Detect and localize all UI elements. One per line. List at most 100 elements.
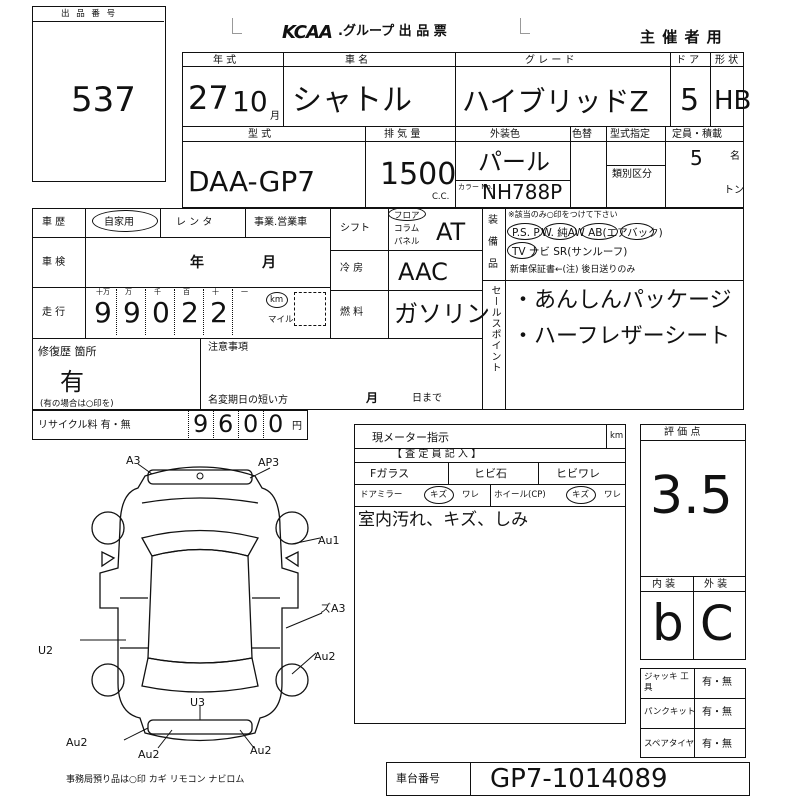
color-value: パール (478, 148, 550, 176)
mark-front-right: AP3 (258, 456, 279, 469)
top-corner-mark-right (520, 18, 530, 34)
recycle-digit: 0 (268, 410, 284, 438)
exterior-label: 外 装 (704, 579, 728, 590)
inspector-title: 【 査 定 員 記 入 】 (392, 449, 482, 460)
class-label: 類別区分 (612, 169, 652, 180)
shift-panel: パネル (394, 237, 420, 247)
year-value: 27 (188, 79, 229, 117)
inspector-remark: 室内汚れ、キズ、しみ (358, 510, 529, 530)
capacity-label: 定員・積載 (672, 129, 722, 140)
recycle-cell: 0 (263, 410, 288, 440)
mark-front-left: A3 (126, 454, 141, 467)
mile-unit: マイル (268, 315, 294, 325)
mileage-unit-label: 百 (183, 288, 190, 296)
month-value: 10 (232, 85, 268, 118)
top-corner-mark (232, 18, 242, 34)
lot-number: 537 (71, 80, 136, 120)
history-business: 事業.営業車 (254, 217, 308, 228)
door-label: ド ア (676, 55, 700, 66)
mileage-unit-label: 一 (241, 288, 248, 296)
wheel-label: ホイール(CP) (494, 490, 546, 500)
brand-logo: KCAA (282, 22, 333, 43)
interior-label: 内 装 (652, 579, 676, 590)
shift-column: コラム (394, 224, 420, 234)
sales-point-line2: ・ハーフレザーシート (512, 324, 731, 349)
item-kit-label: パンクキット (644, 707, 696, 717)
mark-right-rear: Au2 (314, 650, 336, 663)
displacement-label: 排 気 量 (384, 129, 421, 140)
mileage-digit: 9 (94, 296, 112, 329)
inspection-month-unit: 月 (262, 255, 276, 271)
equip-v3: 品 (488, 259, 498, 270)
chip-label: ヒビ石 (474, 467, 507, 480)
sales-point-label: セールスポイント (489, 285, 500, 373)
lot-box: 出 品 番 号 537 (32, 6, 166, 182)
recycle-digit: 9 (193, 410, 209, 438)
exterior-value: C (700, 596, 734, 652)
crack-label: ヒビワレ (556, 467, 600, 480)
ac-value: AAC (398, 258, 448, 286)
mark-rear-bottom: Au2 (138, 748, 160, 761)
notes-day: 日まで (412, 393, 442, 404)
equip-v1: 装 (488, 215, 498, 226)
wheel-scratch-circle (566, 486, 596, 504)
recycle-cell: 9 (188, 410, 213, 440)
car-name-value: シャトル (292, 83, 412, 118)
mileage-digit: 0 (152, 296, 170, 329)
wheel-break: ワレ (604, 490, 622, 500)
interior-value: b (652, 594, 684, 652)
color-no-label: カラー No. (458, 183, 493, 191)
mark-rear-center: U3 (190, 696, 205, 709)
copy-label: 主 催 者 用 (640, 28, 723, 46)
km-circle (266, 292, 288, 308)
mileage-label: 走 行 (42, 307, 66, 318)
vehicle-info-frame (182, 52, 744, 208)
chassis-value: GP7-1014089 (490, 764, 668, 794)
item-spare-value: 有・無 (702, 739, 732, 750)
year-label: 年 式 (213, 55, 237, 66)
recycle-unit: 円 (292, 421, 302, 432)
mileage-unit-label: 万 (125, 288, 132, 296)
car-damage-diagram: A3 AP3 Au1 ズA3 U2 Au2 U3 Au2 Au2 Au2 (38, 454, 346, 761)
km-unit: km (270, 295, 284, 305)
repair-value: 有 (60, 368, 84, 396)
mileage-cell: 一 (233, 289, 262, 335)
notes-deadline: 名変期日の短い方 (208, 395, 288, 406)
mileage-unit-label: 十万 (96, 288, 110, 296)
mileage-box (294, 292, 326, 326)
ab-circle (620, 223, 654, 240)
score-value: 3.5 (650, 466, 733, 526)
meter-label: 現メーター指示 (372, 431, 449, 444)
car-name-label: 車 名 (345, 55, 369, 66)
mileage-unit-label: 十 (212, 288, 219, 296)
cc-unit: C.C. (432, 192, 450, 202)
lot-label: 出 品 番 号 (61, 9, 118, 19)
mileage-unit-label: 千 (154, 288, 161, 296)
recycle-digit: 0 (243, 410, 259, 438)
item-jack-value: 有・無 (702, 677, 732, 688)
notes-label: 注意事項 (208, 342, 248, 353)
ac-label: 冷 房 (340, 263, 364, 274)
door-value: 5 (680, 83, 700, 118)
repair-note: (有の場合は○印を) (40, 399, 114, 409)
recycle-digit: 6 (218, 410, 234, 438)
mark-rear-left: Au2 (66, 736, 88, 749)
form-title: .グループ 出 品 票 (338, 24, 447, 39)
color-label: 外装色 (490, 129, 520, 140)
ps-circle (507, 223, 543, 240)
model-value: DAA-GP7 (188, 165, 316, 198)
repair-label: 修復歴 箇所 (38, 345, 97, 358)
model-label: 型 式 (248, 129, 272, 140)
fglass-label: Fガラス (370, 467, 410, 480)
mark-rear-right: Au2 (250, 744, 272, 757)
item-spare-label: スペアタイヤ (644, 739, 695, 749)
equip-line3: 新車保証書←(注) 後日送りのみ (510, 265, 636, 275)
equip-line2: TV ナビ SR(サンルーフ) (512, 246, 628, 258)
capacity-value: 5 (690, 146, 703, 170)
displacement-value: 1500 (380, 157, 457, 192)
equip-note: ※該当のみ○印をつけて下さい (508, 210, 618, 219)
grade-value: ハイブリッドZ (462, 85, 649, 118)
